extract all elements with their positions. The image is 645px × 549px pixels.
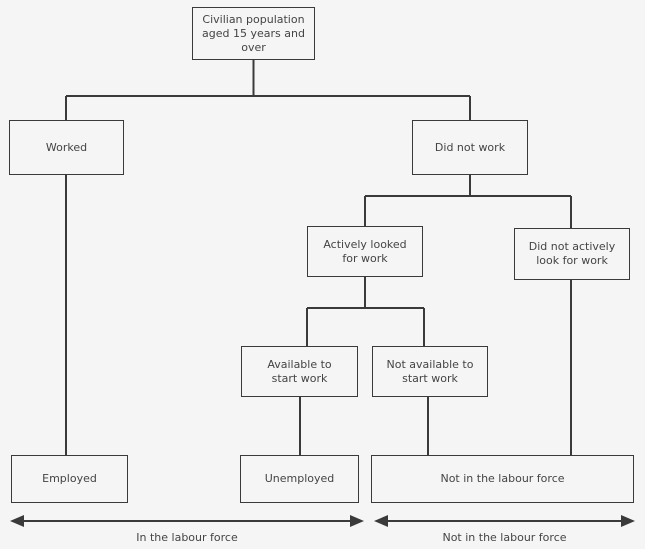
node-available-to-start-work[interactable]: Available to start work [241, 346, 358, 397]
node-label: Did not actively look for work [528, 240, 616, 267]
node-civilian-population[interactable]: Civilian population aged 15 years and ov… [192, 7, 315, 60]
node-worked[interactable]: Worked [9, 120, 124, 175]
arrowhead-left-end [350, 515, 364, 527]
node-label: Did not work [434, 140, 506, 154]
node-employed[interactable]: Employed [11, 455, 128, 503]
axis-label-in-labour-force: In the labour force [10, 531, 364, 544]
axis-label-not-in-labour-force: Not in the labour force [374, 531, 635, 544]
node-label: Worked [45, 140, 88, 154]
node-label: Available to start work [267, 357, 332, 385]
node-did-not-actively-look-for-work[interactable]: Did not actively look for work [514, 228, 630, 280]
arrowhead-right-end [621, 515, 635, 527]
node-did-not-work[interactable]: Did not work [412, 120, 528, 175]
node-label: Employed [42, 472, 97, 485]
node-not-available-to-start-work[interactable]: Not available to start work [372, 346, 488, 397]
arrowhead-right-start [374, 515, 388, 527]
node-unemployed[interactable]: Unemployed [240, 455, 359, 503]
node-label: Unemployed [264, 472, 335, 485]
node-label: Civilian population aged 15 years and ov… [202, 12, 305, 54]
node-label: Actively looked for work [323, 237, 407, 265]
axis-label-text: Not in the labour force [442, 531, 567, 544]
axis-label-text: In the labour force [136, 531, 238, 544]
node-not-in-the-labour-force[interactable]: Not in the labour force [371, 455, 634, 503]
node-label: Not in the labour force [440, 472, 565, 485]
arrowhead-left-start [10, 515, 24, 527]
node-label: Not available to start work [386, 357, 474, 385]
node-actively-looked-for-work[interactable]: Actively looked for work [307, 226, 423, 277]
